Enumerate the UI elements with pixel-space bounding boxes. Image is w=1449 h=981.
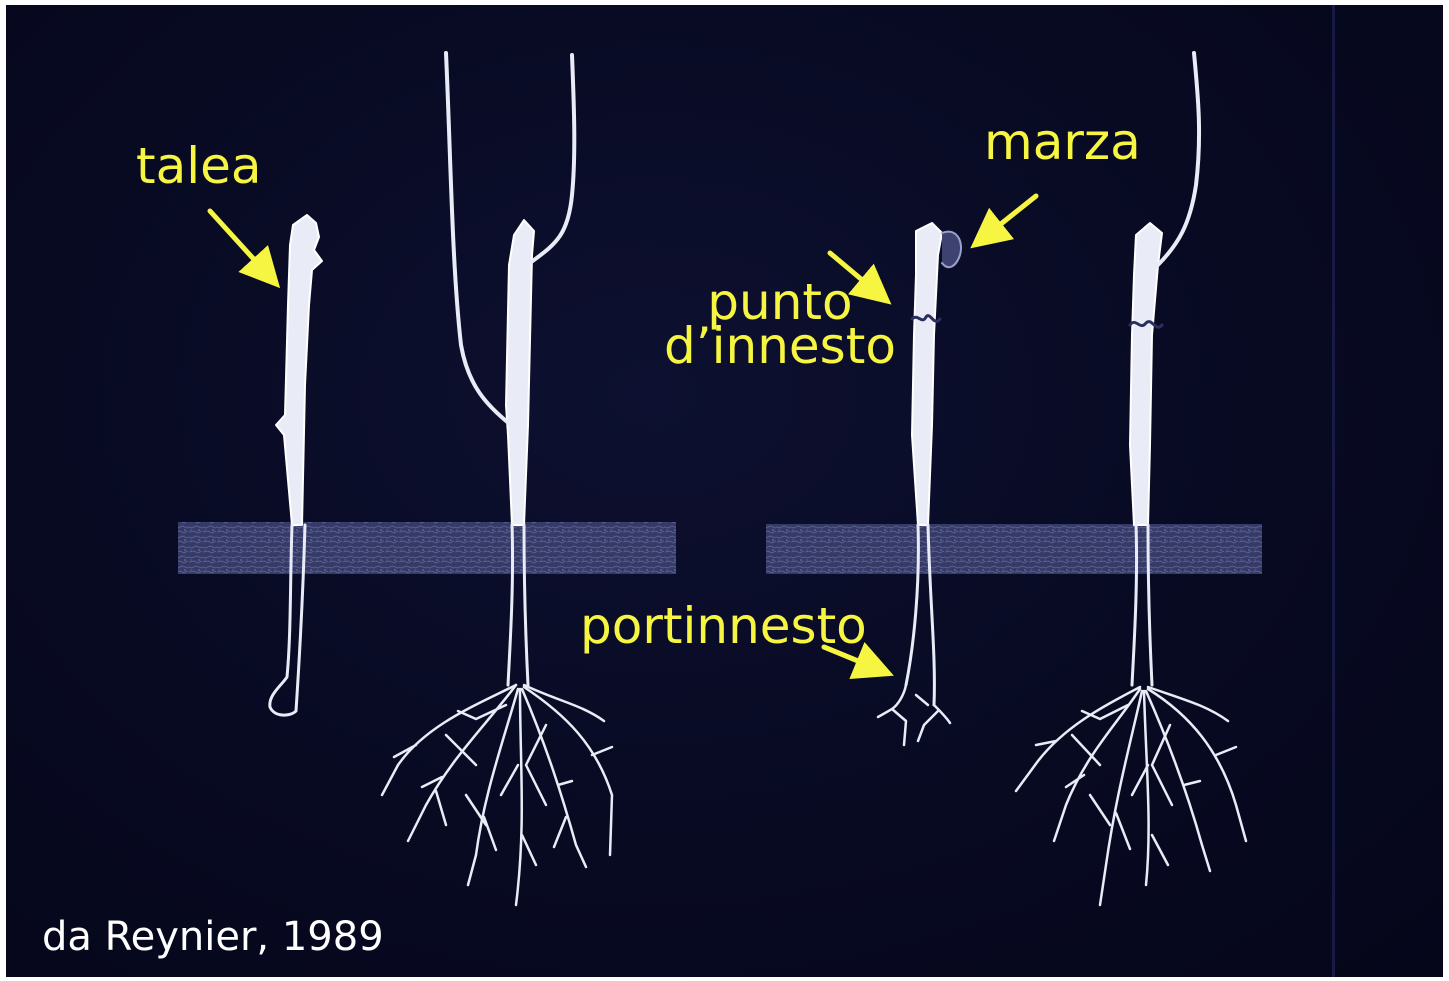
rooted-cutting-plant [382,53,612,905]
grafted-rooted-plant [1016,53,1246,905]
label-punto-innesto: punto d’innesto [664,280,896,368]
arrow-icon [210,211,270,277]
cutting-plant [270,215,322,715]
soil-band-right [766,524,1262,574]
arrow-icon [982,196,1036,239]
diagram-canvas: talea marza punto d’innesto portinnesto … [6,5,1443,977]
soil-band-left [178,522,676,574]
source-credit: da Reynier, 1989 [42,917,384,957]
label-marza: marza [984,117,1141,167]
label-portinnesto: portinnesto [580,601,867,651]
label-talea: talea [136,141,262,191]
label-punto-line2: d’innesto [664,324,896,368]
